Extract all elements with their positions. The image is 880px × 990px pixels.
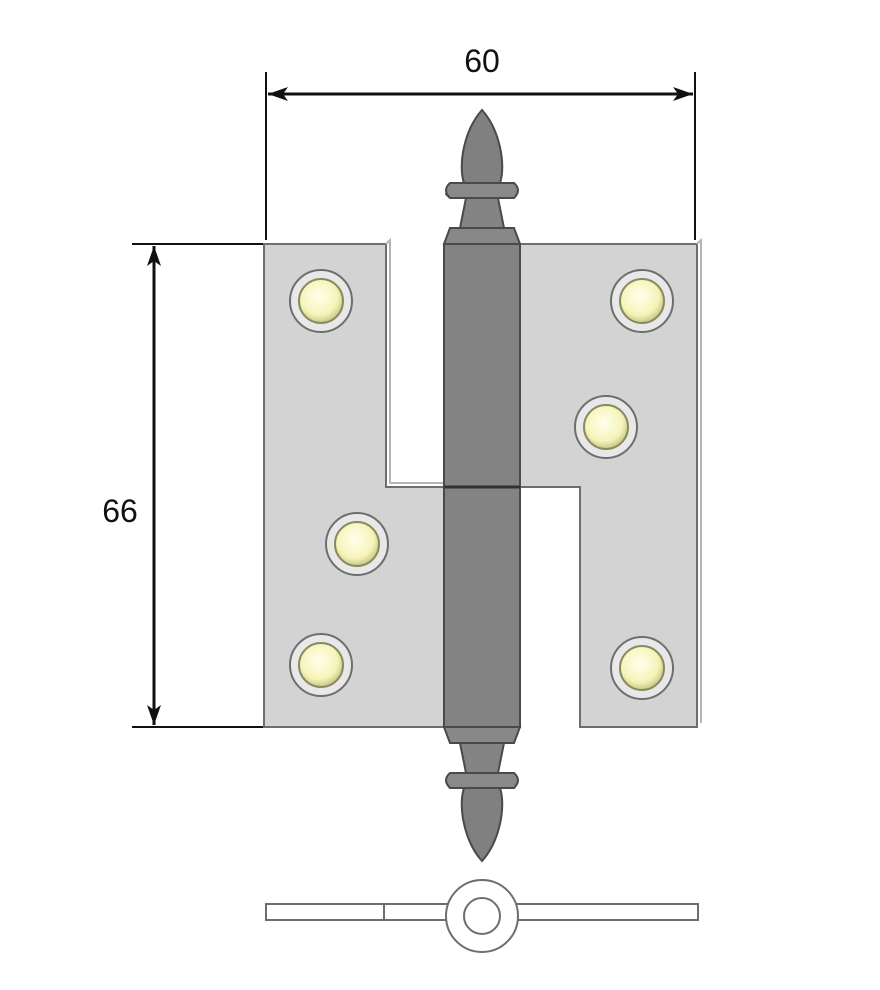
screw-right-bottom [610, 636, 674, 700]
screw-right-top [610, 269, 674, 333]
screw-holes [289, 269, 674, 700]
left-leaf-edge-highlight [385, 237, 448, 484]
screw-left-top [289, 269, 353, 333]
plan-view-right-leaf [509, 903, 699, 921]
right-leaf-edge-highlight [696, 237, 702, 723]
width-dimension: 60 [265, 43, 696, 240]
height-dimension-label: 66 [102, 493, 138, 529]
plan-view-pin [463, 897, 501, 935]
screw-left-bottom [289, 633, 353, 697]
width-dimension-label: 60 [464, 43, 500, 79]
hinge-plan-view [265, 879, 699, 953]
screw-right-middle [574, 395, 638, 459]
bottom-finial [442, 726, 522, 863]
screw-left-middle [325, 512, 389, 576]
height-dimension: 66 [102, 243, 264, 728]
top-finial [442, 108, 522, 245]
plan-view-left-leaf [265, 903, 455, 921]
